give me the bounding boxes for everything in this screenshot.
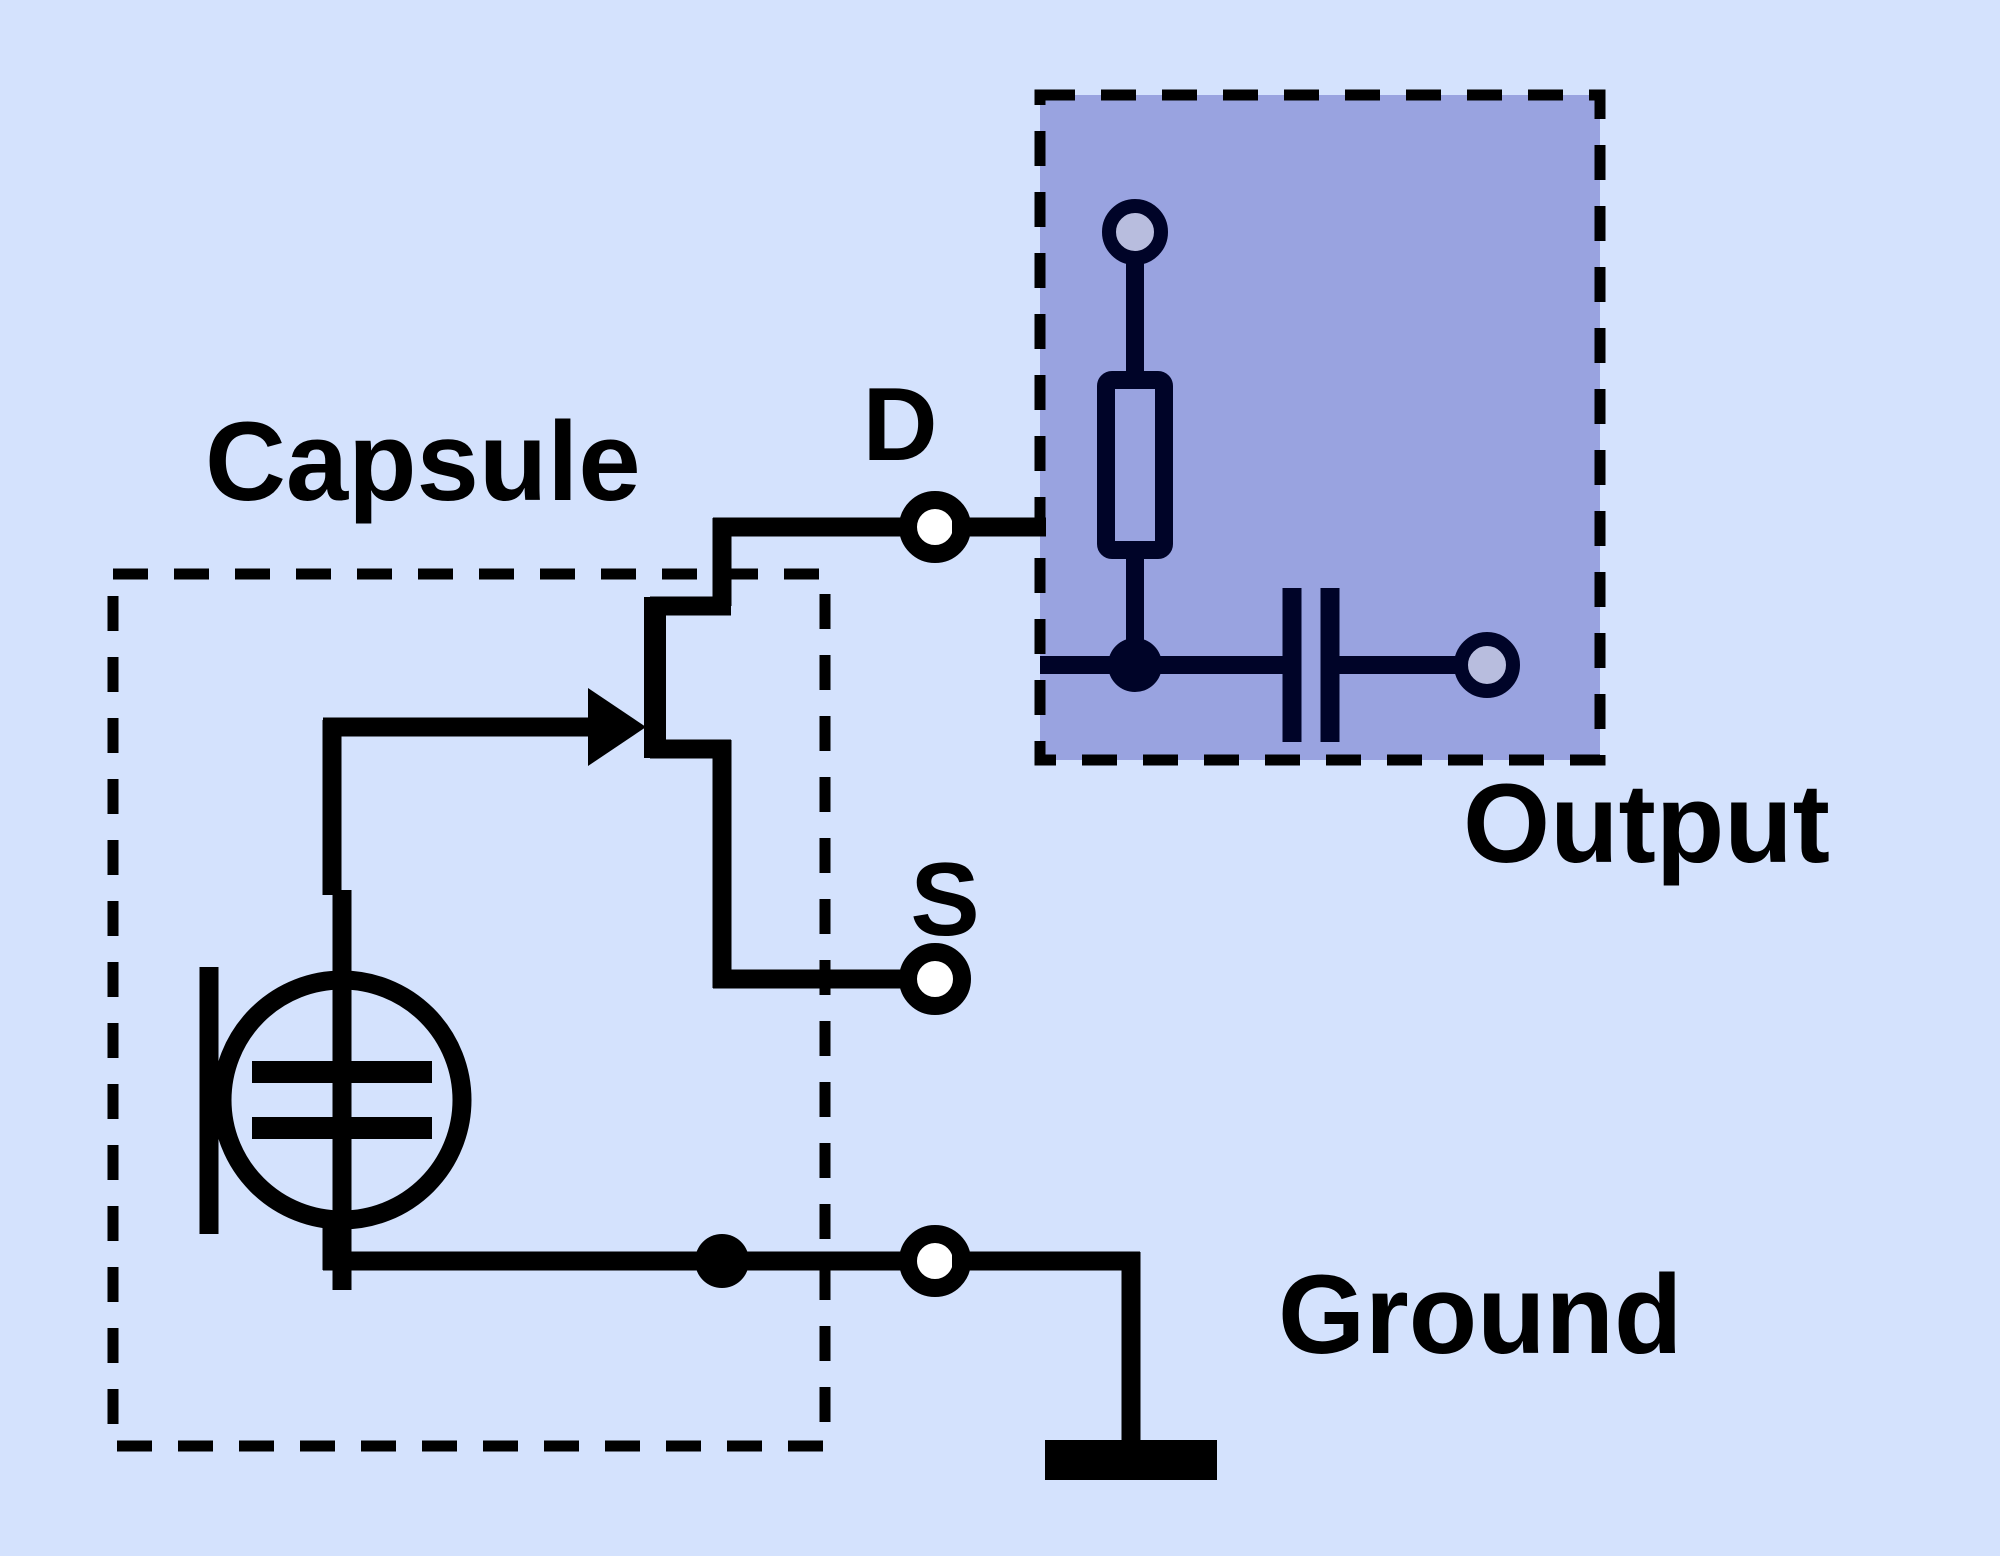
ground-junction-dot <box>695 1234 749 1288</box>
source-terminal[interactable] <box>899 943 971 1015</box>
supply-terminal[interactable] <box>1102 199 1168 265</box>
output-label: Output <box>1463 761 1830 886</box>
ground-label: Ground <box>1278 1252 1682 1377</box>
ground-plate-icon <box>1045 1440 1217 1480</box>
output-terminal[interactable] <box>1454 632 1520 698</box>
output-junction-dot <box>1108 638 1162 692</box>
output-group <box>1034 89 1606 766</box>
earth-ground-symbol <box>952 1251 1217 1480</box>
gate-arrow-icon <box>588 688 646 766</box>
capsule-group <box>107 517 940 1452</box>
drain-terminal-label: D <box>862 367 937 483</box>
source-terminal-label: S <box>910 842 979 958</box>
capsule-label: Capsule <box>205 399 641 524</box>
